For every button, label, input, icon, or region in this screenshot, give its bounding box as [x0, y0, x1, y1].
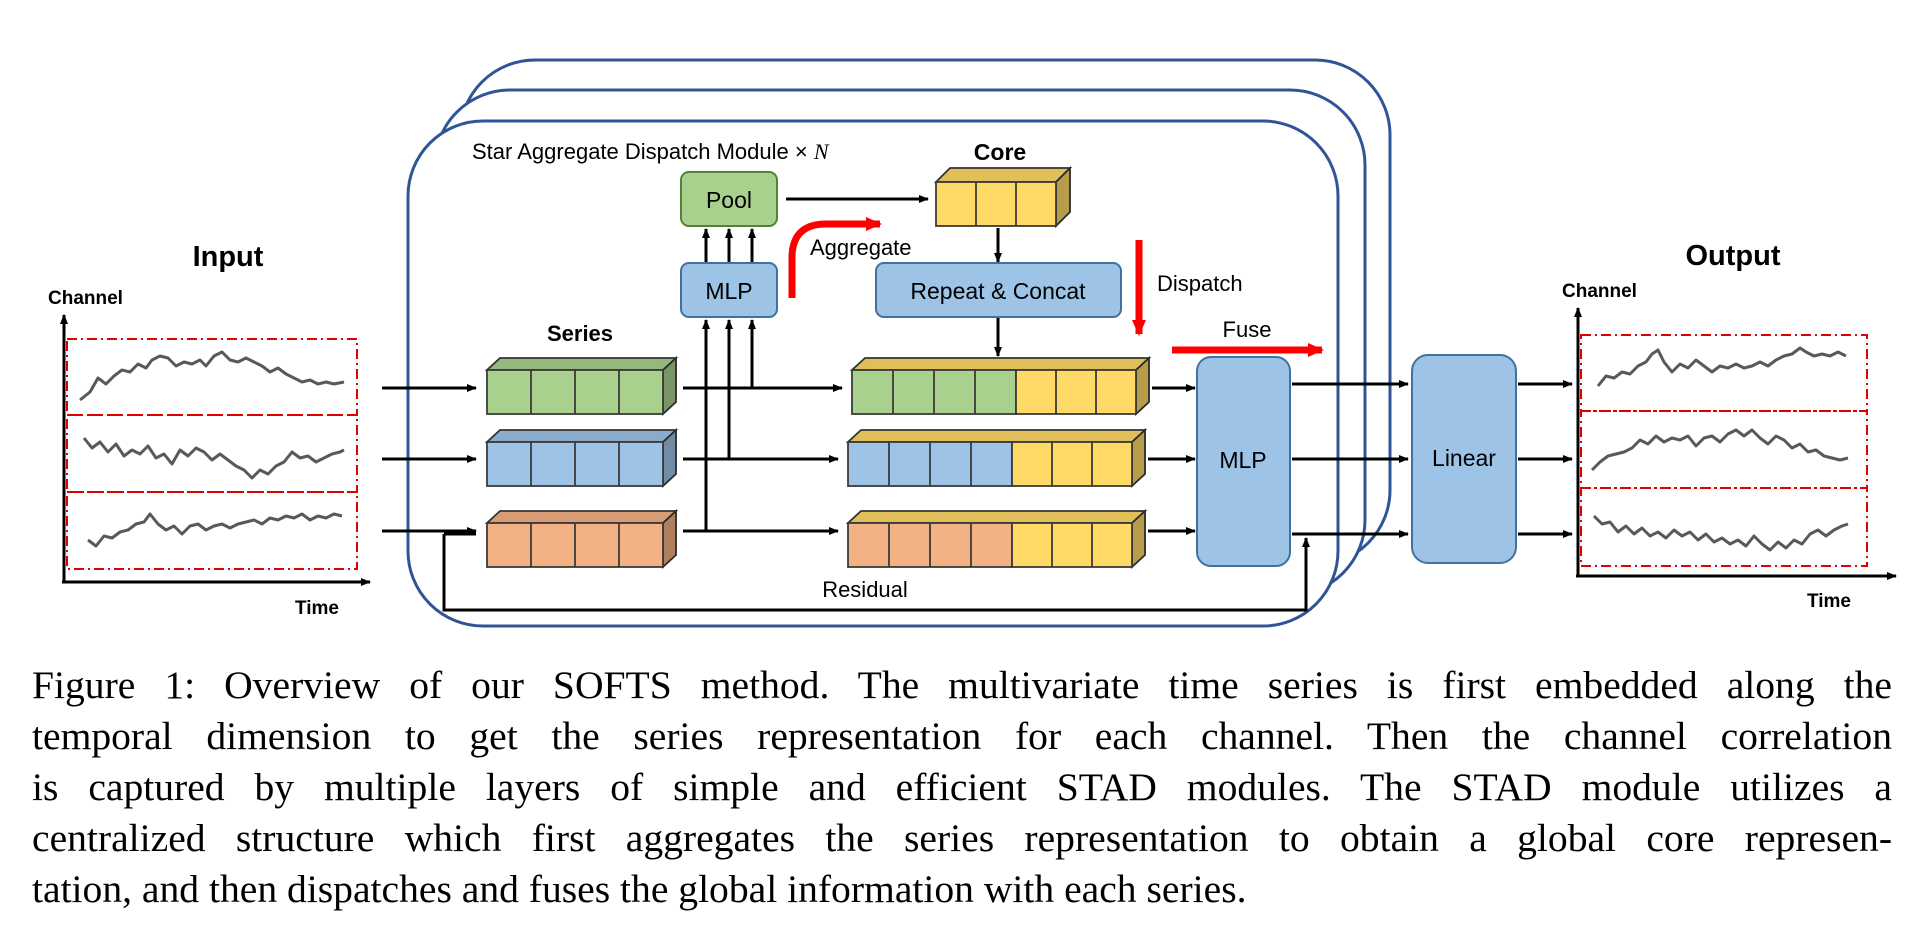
output-series-line-3	[1592, 514, 1849, 552]
aggregate-label: Aggregate	[810, 235, 912, 260]
residual-label: Residual	[822, 577, 908, 602]
concat-row3-top	[845, 510, 1148, 524]
core-cube-front	[935, 181, 1057, 227]
series-cube-green-top	[484, 357, 679, 371]
linear-box	[1411, 354, 1517, 564]
input-window-3	[66, 491, 358, 570]
fuse-label: Fuse	[1223, 317, 1272, 342]
series-cubes	[484, 355, 679, 570]
repeat-concat-box	[875, 262, 1122, 318]
core-cube-top	[933, 167, 1073, 183]
figure-caption: Figure 1: Overview of our SOFTS method. …	[32, 660, 1892, 915]
input-series-lines	[79, 350, 345, 548]
pool-label: Pool	[706, 187, 752, 213]
output-window-2	[1580, 410, 1868, 489]
input-title: Input	[193, 241, 264, 273]
module-title-var: N	[813, 139, 830, 164]
output-title: Output	[1685, 240, 1780, 272]
residual-path	[442, 534, 1310, 612]
dispatch-label: Dispatch	[1157, 271, 1243, 296]
input-channel-windows	[66, 338, 358, 570]
output-series-line-1	[1596, 346, 1847, 387]
mlp-to-pool-arrows	[702, 228, 756, 262]
output-channel-label: Channel	[1562, 281, 1637, 302]
input-channel-label: Channel	[48, 288, 123, 309]
mlp-big-box	[1196, 356, 1291, 567]
output-series-lines	[1590, 346, 1849, 552]
series-cube-orange-top	[484, 510, 679, 524]
module-title: Star Aggregate Dispatch Module × N	[472, 139, 830, 164]
concat-row2-yellow	[1011, 441, 1133, 487]
caption-line-5: tation, and then dispatches and fuses th…	[32, 867, 1247, 911]
concat-cubes	[845, 355, 1152, 570]
caption-line-4: centralized structure which first aggreg…	[32, 816, 1892, 860]
input-series-line-1	[79, 350, 345, 402]
aggregate-arrow	[788, 217, 882, 298]
output-time-label: Time	[1807, 591, 1851, 612]
caption-line-1: Figure 1: Overview of our SOFTS method. …	[32, 663, 1892, 707]
input-window-2	[66, 414, 358, 493]
module-title-prefix: Star Aggregate Dispatch Module ×	[472, 139, 814, 164]
linear-label: Linear	[1432, 445, 1496, 471]
core-label: Core	[974, 139, 1026, 165]
input-time-label: Time	[295, 598, 339, 619]
mlp-big-label: MLP	[1219, 447, 1266, 473]
input-window-1	[66, 338, 358, 416]
series-cube-blue-top	[484, 429, 679, 443]
mlp-small-box	[680, 262, 778, 318]
series-label: Series	[547, 321, 613, 346]
caption-line-2: temporal dimension to get the series rep…	[32, 714, 1892, 758]
concat-row1-top	[849, 357, 1152, 371]
caption-line-3: is captured by multiple layers of simple…	[32, 765, 1892, 809]
concat-row3-yellow	[1011, 522, 1133, 568]
mlp-small-label: MLP	[705, 278, 752, 304]
concat-row2-top	[845, 429, 1148, 443]
output-window-3	[1580, 487, 1868, 567]
core-cube	[933, 165, 1073, 229]
concat-row1-yellow	[1015, 369, 1137, 415]
output-channel-windows	[1580, 334, 1868, 567]
repeat-concat-label: Repeat & Concat	[910, 278, 1086, 304]
input-series-line-2	[82, 437, 345, 480]
output-series-line-2	[1590, 428, 1849, 472]
input-series-line-3	[87, 512, 343, 548]
pool-box	[680, 171, 778, 227]
